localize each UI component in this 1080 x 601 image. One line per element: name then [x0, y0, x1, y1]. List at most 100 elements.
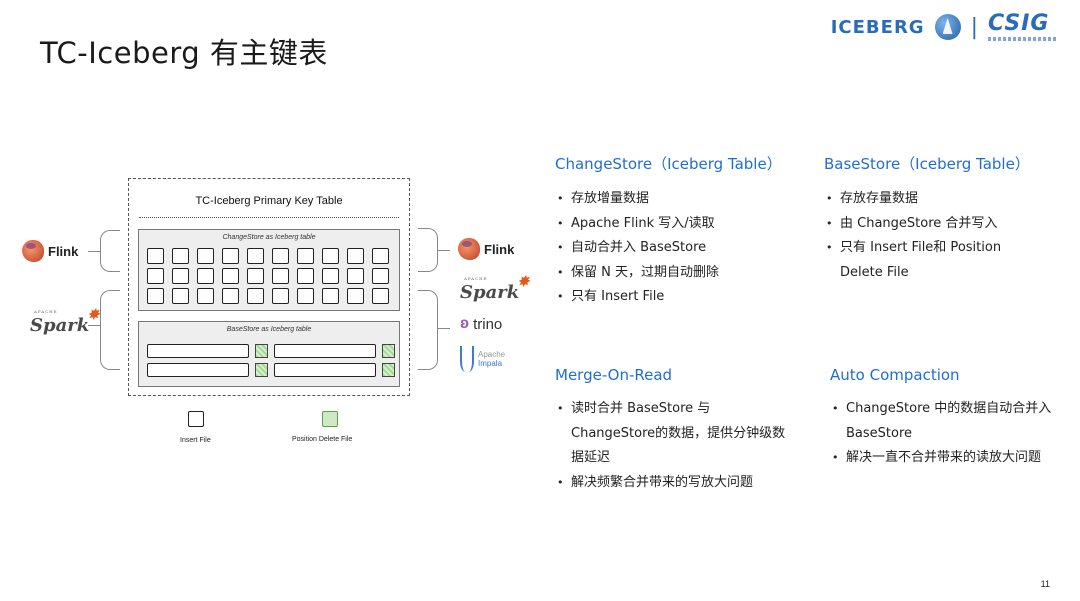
insert-file-cell — [197, 268, 214, 284]
trino-bunny-icon: ʚ — [460, 315, 470, 332]
insert-file-cell — [272, 248, 289, 264]
right-tick-all — [438, 328, 450, 329]
position-delete-file — [255, 344, 268, 358]
right-tick-changestore — [438, 250, 450, 251]
insert-file-cell — [347, 248, 364, 264]
bullet-item: 解决频繁合并带来的写放大问题 — [555, 471, 805, 496]
primary-key-table-box: TC-Iceberg Primary Key Table ChangeStore… — [128, 178, 410, 396]
basestore-section: BaseStore（Iceberg Table） 存放存量数据 由 Change… — [824, 153, 1064, 285]
basestore-row — [147, 363, 395, 377]
bullet-item: 保留 N 天，过期自动删除 — [555, 261, 805, 286]
insert-file-cell — [322, 268, 339, 284]
title-divider — [139, 217, 399, 218]
engine-spark-left: APACHE Spark ✸ — [30, 307, 99, 336]
engine-spark-right: APACHE Spark ✸ — [460, 274, 529, 303]
changestore-bullets: 存放增量数据 Apache Flink 写入/读取 自动合并入 BaseStor… — [555, 187, 805, 310]
engine-label: Spark — [460, 282, 520, 303]
logo-area: ICEBERG | CSIG — [831, 12, 1058, 42]
spark-apache-label: APACHE — [34, 309, 58, 314]
left-bracket-changestore — [100, 230, 120, 272]
architecture-diagram: Flink APACHE Spark ✸ Flink APACHE Spark … — [0, 170, 540, 460]
insert-file-cell — [322, 288, 339, 304]
spark-logo: APACHE Spark ✸ — [460, 274, 529, 303]
insert-file-cell — [172, 288, 189, 304]
insert-file-cell — [147, 268, 164, 284]
left-tick-all — [88, 325, 100, 326]
insert-file-cell — [222, 248, 239, 264]
insert-file-bar — [147, 363, 249, 377]
auto-compaction-section: Auto Compaction ChangeStore 中的数据自动合并入 Ba… — [830, 366, 1070, 471]
right-bracket-all — [418, 290, 438, 370]
bullet-item: 只有 Insert File和 Position Delete File — [824, 236, 1014, 285]
insert-file-cell — [272, 268, 289, 284]
spark-star-icon: ✸ — [517, 274, 530, 290]
engine-trino: ʚ trino — [460, 315, 502, 333]
insert-file-cell — [322, 248, 339, 264]
left-bracket-all — [100, 290, 120, 370]
auto-compaction-bullets: ChangeStore 中的数据自动合并入 BaseStore 解决一直不合并带… — [830, 397, 1070, 471]
csig-logo-text: CSIG — [988, 11, 1050, 36]
insert-file-cell — [347, 268, 364, 284]
insert-file-cell — [347, 288, 364, 304]
legend-insert-file-label: Insert File — [180, 437, 211, 444]
merge-on-read-title: Merge-On-Read — [555, 366, 673, 384]
iceberg-logo-text: ICEBERG — [830, 16, 925, 38]
bullet-item: ChangeStore 中的数据自动合并入 BaseStore — [830, 397, 1062, 446]
bullet-item: Apache Flink 写入/读取 — [555, 212, 805, 237]
basestore-title: BaseStore（Iceberg Table） — [824, 155, 1030, 173]
insert-file-bar — [274, 344, 376, 358]
basestore-label: BaseStore as Iceberg table — [226, 326, 312, 333]
insert-file-cell — [197, 248, 214, 264]
bullet-item: 由 ChangeStore 合并写入 — [824, 212, 1064, 237]
flink-icon — [22, 240, 44, 262]
engine-label: Spark — [30, 315, 90, 336]
bullet-item: 自动合并入 BaseStore — [555, 236, 805, 261]
insert-file-cell — [372, 268, 389, 284]
bullet-item: 只有 Insert File — [555, 285, 805, 310]
page-number: 11 — [1040, 579, 1050, 589]
merge-on-read-section: Merge-On-Read 读时合并 BaseStore 与 ChangeSto… — [555, 366, 805, 495]
engine-label: Flink — [48, 243, 79, 259]
impala-antler-icon — [460, 346, 474, 372]
engine-label: Flink — [484, 241, 515, 257]
basestore-bullets: 存放存量数据 由 ChangeStore 合并写入 只有 Insert File… — [824, 187, 1064, 285]
insert-file-cell — [172, 248, 189, 264]
insert-file-cell — [147, 288, 164, 304]
insert-file-cell — [272, 288, 289, 304]
insert-file-cell — [297, 268, 314, 284]
spark-apache-label: APACHE — [464, 276, 488, 281]
spark-star-icon: ✸ — [87, 307, 100, 323]
insert-file-grid — [147, 248, 389, 304]
insert-file-cell — [247, 268, 264, 284]
csig-logo-subtitle-icon — [988, 37, 1058, 41]
legend-insert-file-icon — [188, 411, 204, 427]
insert-file-cell — [197, 288, 214, 304]
left-tick-changestore — [88, 251, 100, 252]
insert-file-bar — [147, 344, 249, 358]
insert-file-cell — [172, 268, 189, 284]
insert-file-cell — [222, 288, 239, 304]
bullet-item: 存放存量数据 — [824, 187, 1064, 212]
insert-file-cell — [372, 288, 389, 304]
primary-key-table-title: TC-Iceberg Primary Key Table — [195, 195, 343, 207]
changestore-box: ChangeStore as Iceberg table — [138, 229, 400, 311]
impala-logo-text: Apache Impala — [478, 350, 505, 368]
insert-file-cell — [247, 248, 264, 264]
engine-label: Impala — [478, 359, 503, 368]
impala-apache-label: Apache — [478, 350, 506, 359]
engine-flink-left: Flink — [22, 240, 78, 262]
legend-position-delete-icon — [322, 411, 338, 427]
flink-icon — [458, 238, 480, 260]
insert-file-cell — [247, 288, 264, 304]
position-delete-file — [255, 363, 268, 377]
position-delete-file — [382, 363, 395, 377]
globe-icon — [934, 14, 961, 40]
basestore-row — [147, 344, 395, 358]
insert-file-cell — [222, 268, 239, 284]
bullet-item: 解决一直不合并带来的读放大问题 — [830, 446, 1070, 471]
engine-flink-right: Flink — [458, 238, 514, 260]
bullet-item: 存放增量数据 — [555, 187, 805, 212]
csig-logo: CSIG — [988, 13, 1058, 41]
basestore-box: BaseStore as Iceberg table — [138, 321, 400, 387]
insert-file-cell — [297, 248, 314, 264]
